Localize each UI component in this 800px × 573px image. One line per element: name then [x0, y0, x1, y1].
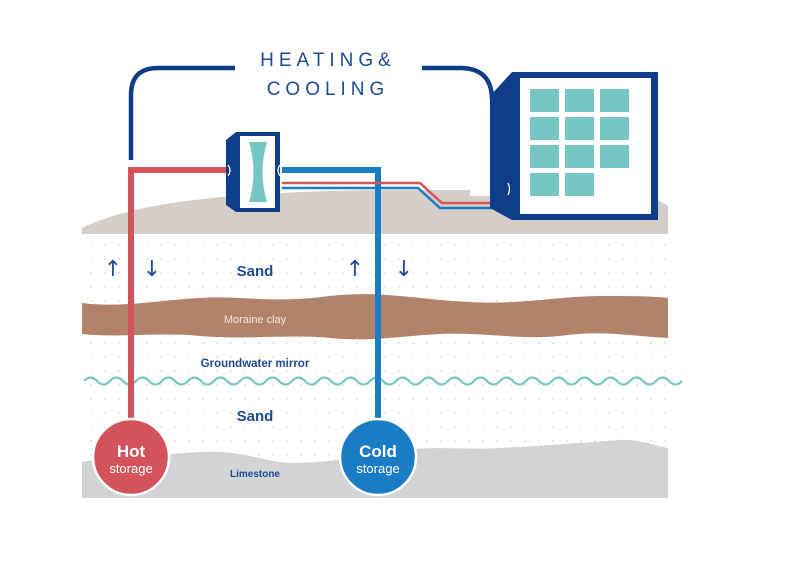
label-groundwater-mirror: Groundwater mirror	[201, 358, 310, 370]
cold-storage: Cold storage	[338, 417, 418, 497]
heat-exchanger	[226, 132, 281, 212]
building-window	[600, 89, 629, 112]
cold-storage-subtitle: storage	[356, 461, 399, 476]
hot-storage: Hot storage	[91, 417, 171, 497]
building-window	[565, 173, 594, 196]
label-sand-upper: Sand	[237, 263, 274, 280]
building-windows	[530, 89, 629, 196]
hot-storage-subtitle: storage	[109, 461, 152, 476]
flow-up-arrow-left: ↑	[104, 257, 122, 282]
building-window	[565, 89, 594, 112]
hot-pipe	[128, 167, 228, 450]
building-window	[565, 117, 594, 140]
flow-down-arrow-right: ↓	[395, 257, 413, 282]
label-moraine-clay: Moraine clay	[224, 314, 287, 326]
flow-down-arrow-left: ↓	[143, 257, 161, 282]
label-sand-lower: Sand	[237, 408, 274, 425]
heating-cooling-bracket-right	[422, 65, 495, 101]
building	[490, 72, 658, 220]
title-line-1: HEATING&	[260, 50, 396, 71]
flow-up-arrow-right: ↑	[346, 257, 364, 282]
building-window	[530, 117, 559, 140]
building-window	[530, 145, 559, 168]
cold-storage-title: Cold	[359, 442, 397, 461]
building-window	[600, 145, 629, 168]
building-window	[530, 173, 559, 196]
label-limestone: Limestone	[230, 469, 280, 480]
title-line-2: COOLING	[267, 79, 390, 100]
building-window	[565, 145, 594, 168]
heating-cooling-bracket-left	[128, 65, 235, 160]
building-window	[600, 117, 629, 140]
building-window	[530, 89, 559, 112]
groundwater-mirror-wave	[83, 376, 683, 386]
cold-pipe	[282, 167, 381, 450]
hot-storage-title: Hot	[117, 442, 146, 461]
